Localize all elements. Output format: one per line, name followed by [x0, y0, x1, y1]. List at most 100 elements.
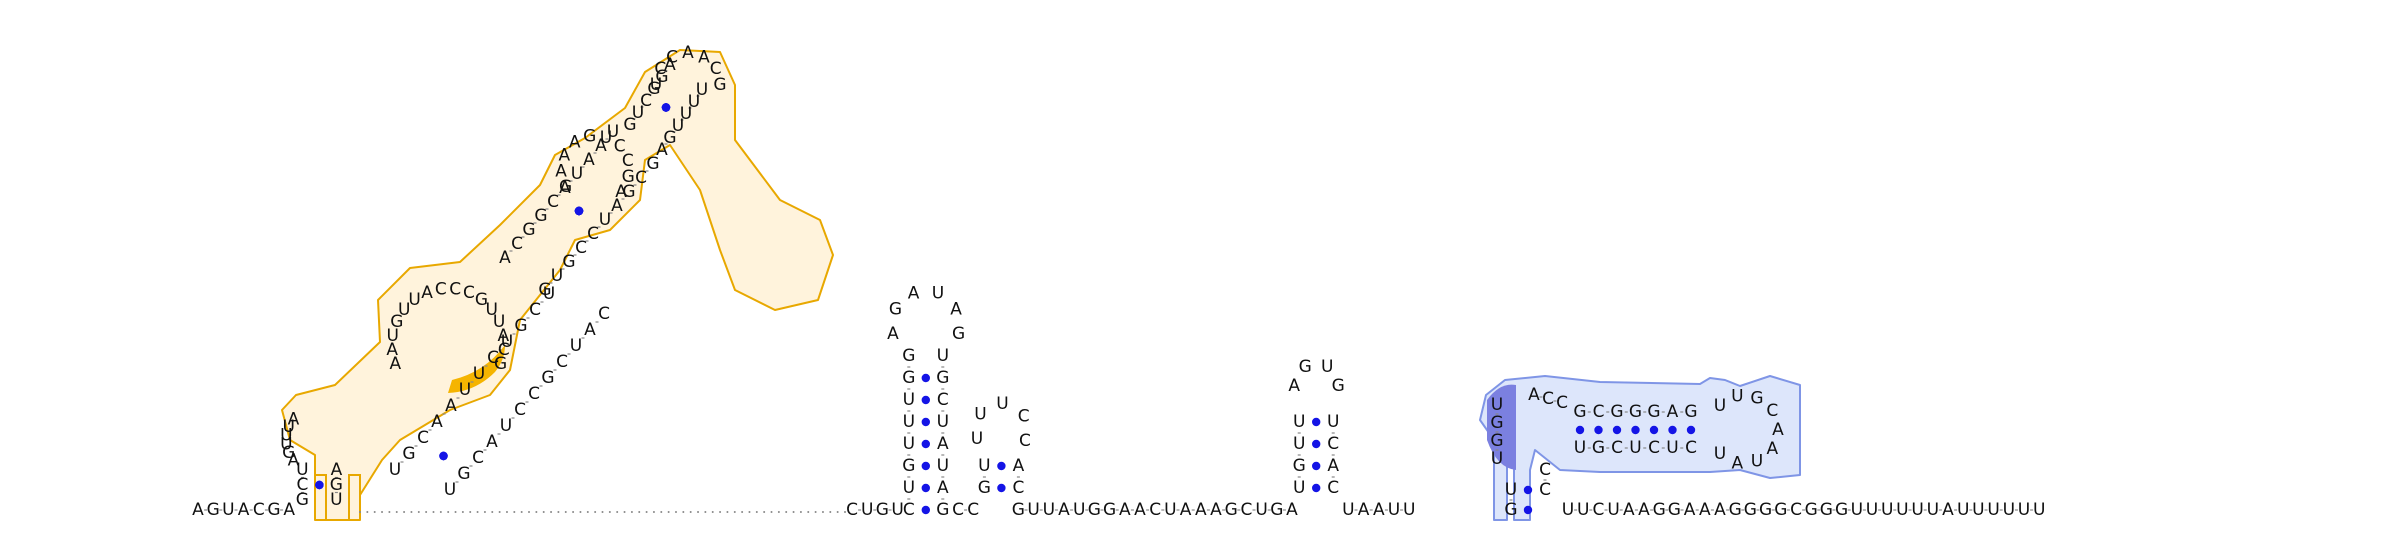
domain-b-arm-bottom: U — [1666, 438, 1678, 458]
domain-a-internal-loop: C — [463, 283, 475, 303]
tail-nucleotide: A — [1638, 500, 1650, 520]
domain-a-arm: A — [664, 55, 676, 75]
domain-a-internal-loop: A — [555, 161, 567, 181]
tail-nucleotide: A — [1684, 500, 1696, 520]
backbone-dot — [476, 511, 479, 513]
linker-nucleotide: A — [1058, 500, 1070, 520]
base-pair-dot — [1575, 425, 1585, 435]
base-pair-dot — [1312, 439, 1321, 449]
stem-loop3-3p: C — [1327, 478, 1339, 498]
domain-a-arm: U — [473, 364, 485, 384]
base-pair-dot — [997, 483, 1006, 493]
tail-nucleotide: G — [1759, 500, 1772, 520]
domain-a-arm: G — [514, 316, 527, 336]
stem-loop3-5p: U — [1293, 412, 1305, 432]
stem-loop1-loop: A — [950, 300, 962, 320]
backbone-dot — [513, 511, 516, 513]
domain-a-arm: U — [688, 92, 700, 112]
linker-nucleotide: U — [1073, 500, 1085, 520]
tail-nucleotide: U — [1911, 500, 1923, 520]
domain-a-arm: A — [445, 396, 457, 416]
hairpin1-stem-3p: U — [330, 490, 342, 510]
prefix-nucleotide: U — [222, 500, 234, 520]
domain-a-arm: A — [583, 150, 595, 170]
backbone-dot — [785, 511, 788, 513]
base-pair-dot — [1668, 425, 1677, 435]
backbone-dot — [483, 511, 486, 513]
linker-nucleotide: U — [1164, 500, 1176, 520]
stem-loop1-5p: U — [903, 412, 915, 432]
base-pairs — [315, 103, 1696, 515]
domain-b-arm-bottom: C — [1648, 438, 1660, 458]
domain-b-arm-top: G — [1684, 402, 1697, 422]
domain-b-arm-top: A — [1667, 402, 1679, 422]
domain-a-internal-loop: C — [449, 279, 461, 299]
tail-nucleotide: G — [1805, 500, 1818, 520]
backbone-dot — [777, 511, 780, 513]
backbone-dot — [770, 511, 773, 513]
domain-a-apical-loop: C — [710, 59, 722, 79]
domain-b-junction: A — [1528, 385, 1540, 405]
domain-a-internal-loop: A — [421, 283, 433, 303]
domain-b-loop: A — [1732, 453, 1744, 473]
linker-nucleotide: U — [1255, 500, 1267, 520]
tail-nucleotide: U — [1987, 500, 1999, 520]
backbone-dot — [674, 511, 677, 513]
domain-a-arm: U — [672, 116, 684, 136]
domain-a-internal-loop: C — [435, 279, 447, 299]
backbone-dot — [550, 511, 553, 513]
backbone-dot — [447, 511, 450, 513]
tail-nucleotide: A — [1942, 500, 1954, 520]
stem-loop1-3p: G — [936, 500, 949, 520]
stem-loop1-5p: C — [903, 500, 915, 520]
domain-b-loop: U — [1714, 396, 1726, 416]
hairpin1-loop: G — [282, 443, 295, 463]
backbone-dot — [388, 511, 391, 513]
domain-b-bulge: U — [1491, 395, 1503, 415]
domain-a-arm: U — [459, 380, 471, 400]
domain-b-highlight — [1487, 384, 1516, 470]
backbone-dot — [748, 511, 751, 513]
backbone-dot — [799, 511, 802, 513]
domain-a-arm: A — [611, 196, 623, 216]
backbone-dot — [741, 511, 744, 513]
prefix-nucleotide: G — [267, 500, 280, 520]
tail-nucleotide: U — [1881, 500, 1893, 520]
base-pair-dot — [921, 373, 930, 383]
tail-nucleotide: U — [1562, 500, 1574, 520]
stem-loop1-loop: G — [889, 300, 902, 320]
backbone-dot — [572, 511, 575, 513]
linker-nucleotide: U — [1043, 500, 1055, 520]
backbone-dot — [439, 511, 442, 513]
domain-a-arm: C — [640, 91, 652, 111]
tail-nucleotide: G — [1774, 500, 1787, 520]
linker-nucleotide: C — [846, 500, 858, 520]
backbone-dot — [755, 511, 758, 513]
domain-a-outline — [281, 49, 834, 521]
backbone-dot — [652, 511, 655, 513]
linker-nucleotide: A — [1210, 500, 1222, 520]
domain-b-arm-bottom: U — [1629, 438, 1641, 458]
hairpin1-stem-5p: G — [296, 490, 309, 510]
tail-nucleotide: G — [1668, 500, 1681, 520]
backbone-dot — [461, 511, 464, 513]
domain-a-arm: A — [559, 178, 571, 198]
backbone-dot — [719, 511, 722, 513]
backbone-dot — [528, 511, 531, 513]
stem-loop3-3p: U — [1327, 412, 1339, 432]
domain-b-arm-top: C — [1593, 402, 1605, 422]
domain-a-apical-loop: A — [698, 47, 710, 67]
domain-a-arm: G — [402, 444, 415, 464]
backbone-dot — [425, 511, 428, 513]
tail-nucleotide: G — [1653, 500, 1666, 520]
backbone-dot — [520, 511, 523, 513]
tail-nucleotide: U — [1607, 500, 1619, 520]
linker-nucleotide: U — [1403, 500, 1415, 520]
stem-loop3-loop: G — [1299, 357, 1312, 377]
domain-a-internal-loop: U — [485, 300, 497, 320]
domain-a-arm: U — [444, 480, 456, 500]
base-pair-dot — [1631, 425, 1640, 435]
stem-loop2-3p: A — [1013, 456, 1025, 476]
domain-a-arm: U — [551, 266, 563, 286]
domain-a-internal-loop: U — [398, 300, 410, 320]
